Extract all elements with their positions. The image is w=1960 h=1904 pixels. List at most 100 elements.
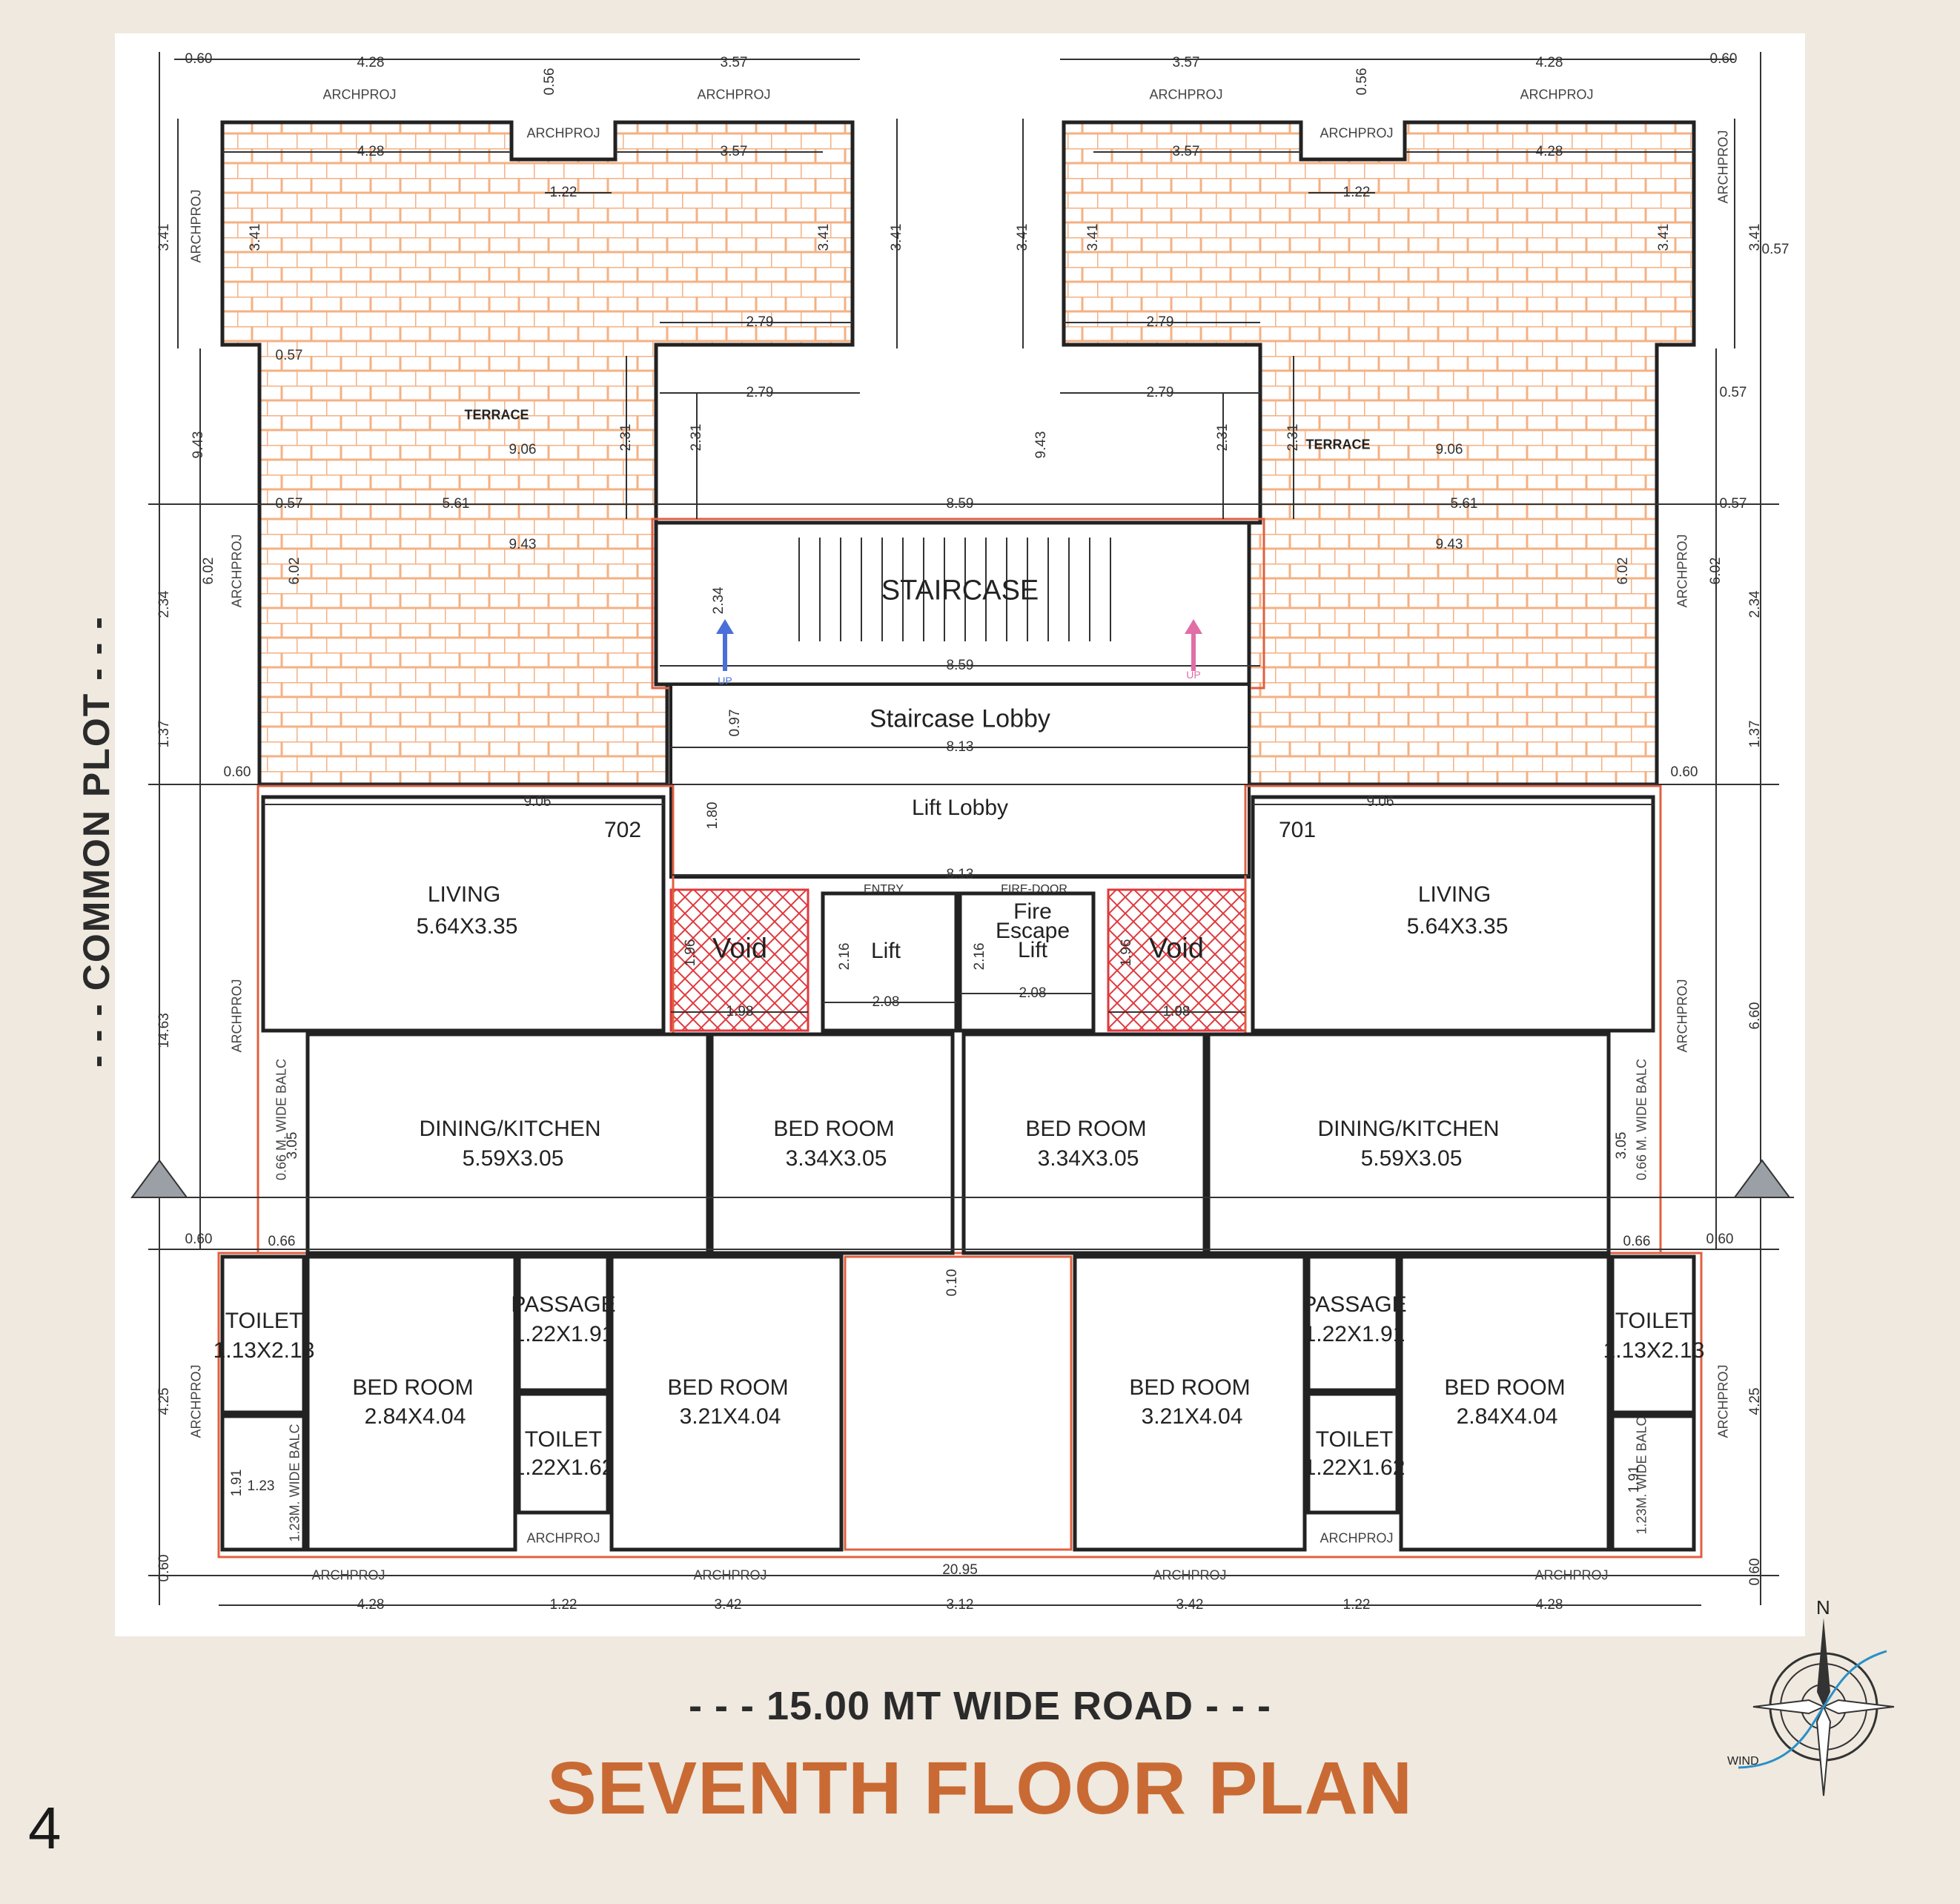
toilet-b-left: [517, 1392, 610, 1515]
terrace-right: [1062, 120, 1696, 787]
dim-813-2: 8.13: [946, 867, 974, 882]
passage-left: [517, 1255, 610, 1392]
up-label-left: UP: [718, 675, 732, 687]
dim-279-1: 2.79: [746, 314, 774, 330]
dim-056-right: 0.56: [1354, 67, 1370, 96]
dim-060-bottom-right: 0.60: [1747, 1558, 1763, 1586]
dim-425-right: 4.25: [1747, 1387, 1763, 1415]
dining-left: [305, 1032, 710, 1255]
dim-943-vertical: 9.43: [1033, 431, 1049, 459]
dim-279-3: 2.79: [746, 385, 774, 400]
terrace-left: [220, 120, 855, 787]
archproj-label-9: ARCHPROJ: [229, 534, 245, 608]
dim-060-mid-left: 0.60: [223, 764, 251, 780]
dim-057-4: 0.57: [1719, 496, 1747, 512]
dim-561-left: 5.61: [442, 496, 470, 512]
balc-side-left-label: 0.66 M. WIDE BALC: [274, 1058, 289, 1181]
dim-602-4: 6.02: [1708, 557, 1724, 585]
dim-859-stair: 8.59: [946, 658, 974, 673]
toilet-b-right-label: TOILET: [1315, 1427, 1394, 1452]
dim-191-right: 1.91: [1626, 1465, 1642, 1493]
dining-left-size: 5.59X3.05: [462, 1146, 564, 1171]
lift-shaft: [821, 891, 959, 1033]
common-plot-label: - - - COMMON PLOT - - -: [76, 615, 117, 1068]
dim-602-2: 6.02: [287, 557, 302, 585]
dim-137-left: 1.37: [156, 720, 172, 748]
dim-top-060-right: 0.60: [1709, 51, 1738, 67]
archproj-label-18: ARCHPROJ: [693, 1567, 767, 1583]
fire-lift-shaft: [958, 891, 1096, 1033]
dim-191-left: 1.91: [229, 1469, 245, 1497]
dim-060-low-right: 0.60: [1706, 1232, 1734, 1247]
toilet-b-right: [1306, 1392, 1400, 1515]
toilet-a-right: [1610, 1255, 1696, 1415]
compass-wind-label: WIND: [1727, 1755, 1759, 1768]
dim-056-left: 0.56: [542, 67, 557, 96]
bed-a-right: [1399, 1255, 1611, 1552]
archproj-label-8: ARCHPROJ: [1715, 130, 1731, 204]
bed-mid-right: [961, 1032, 1207, 1255]
archproj-label-3: ARCHPROJ: [1149, 87, 1223, 102]
central-gap: [844, 1255, 1073, 1551]
dim-060-low-left: 0.60: [185, 1232, 213, 1247]
balc-small-left: [220, 1414, 306, 1552]
dim-305-left: 3.05: [285, 1131, 300, 1160]
archproj-label-14: ARCHPROJ: [1715, 1364, 1731, 1438]
bed-mid-right-size: 3.34X3.05: [1037, 1146, 1139, 1171]
dim-057-1: 0.57: [275, 348, 303, 363]
dim-231-1: 2.31: [618, 423, 634, 452]
archproj-label-11: ARCHPROJ: [229, 979, 245, 1053]
passage-left-label: PASSAGE: [511, 1292, 616, 1317]
balc-small-right: [1610, 1414, 1696, 1552]
archproj-label-1: ARCHPROJ: [322, 87, 397, 102]
lift-lobby-label: Lift Lobby: [911, 796, 1009, 820]
dim-2095: 20.95: [942, 1562, 978, 1578]
dim-906-terrace-right: 9.06: [1435, 442, 1463, 457]
dim-859-top: 8.59: [946, 496, 974, 512]
dim-123-left: 1.23: [247, 1478, 275, 1494]
archproj-label-5: ARCHPROJ: [526, 125, 600, 141]
void-right-label: Void: [1149, 933, 1204, 965]
dim-1463: 14.63: [156, 1013, 172, 1048]
bed-mid-right-label: BED ROOM: [1025, 1117, 1147, 1141]
archproj-label-13: ARCHPROJ: [188, 1364, 204, 1438]
bed-a-right-size: 2.84X4.04: [1456, 1404, 1558, 1429]
toilet-a-right-size: 1.13X2.13: [1603, 1338, 1705, 1363]
dim-342-bottom-right: 3.42: [1176, 1597, 1204, 1613]
dim-561-right: 5.61: [1450, 496, 1478, 512]
dining-right-size: 5.59X3.05: [1360, 1146, 1463, 1171]
dim-057-2: 0.57: [275, 496, 303, 512]
toilet-b-left-label: TOILET: [524, 1427, 603, 1452]
dim-top-060-left: 0.60: [185, 51, 213, 67]
staircase-treads: [782, 538, 1130, 641]
lower-outline: [217, 1252, 1703, 1558]
dim-279-2: 2.79: [1146, 314, 1174, 330]
dim-906-unit-left: 9.06: [523, 794, 552, 810]
section-marker-left: [130, 1159, 188, 1198]
living-right: [1251, 795, 1655, 1033]
dim-097: 0.97: [727, 709, 743, 737]
dim-234-stair: 2.34: [711, 586, 726, 615]
entry-label: ENTRY: [864, 883, 904, 896]
toilet-b-left-size: 1.22X1.62: [512, 1455, 615, 1480]
dim-top-428-right: 4.28: [1535, 55, 1563, 70]
terrace-right-label: TERRACE: [1305, 437, 1371, 452]
dim-279-4: 2.79: [1146, 385, 1174, 400]
dim-066-right: 0.66: [1623, 1234, 1651, 1249]
dim-341-5: 3.41: [1015, 223, 1030, 251]
void-left-label: Void: [712, 933, 767, 965]
dim-198-right: 1.98: [1162, 1004, 1191, 1019]
void-right: [1107, 888, 1247, 1032]
dim-305-right: 3.05: [1614, 1131, 1629, 1160]
dim-198-left: 1.98: [726, 1004, 754, 1019]
archproj-label-19: ARCHPROJ: [1153, 1567, 1227, 1583]
dim-428-bottom-left: 4.28: [357, 1597, 385, 1613]
archproj-label-16: ARCHPROJ: [1320, 1530, 1394, 1546]
dim-122-bottom-left: 1.22: [549, 1597, 577, 1613]
toilet-a-right-label: TOILET: [1615, 1309, 1693, 1333]
archproj-label-4: ARCHPROJ: [1520, 87, 1594, 102]
archproj-label-12: ARCHPROJ: [1675, 979, 1690, 1053]
dim-660: 6.60: [1747, 1002, 1763, 1030]
dim-425-left: 4.25: [156, 1387, 172, 1415]
